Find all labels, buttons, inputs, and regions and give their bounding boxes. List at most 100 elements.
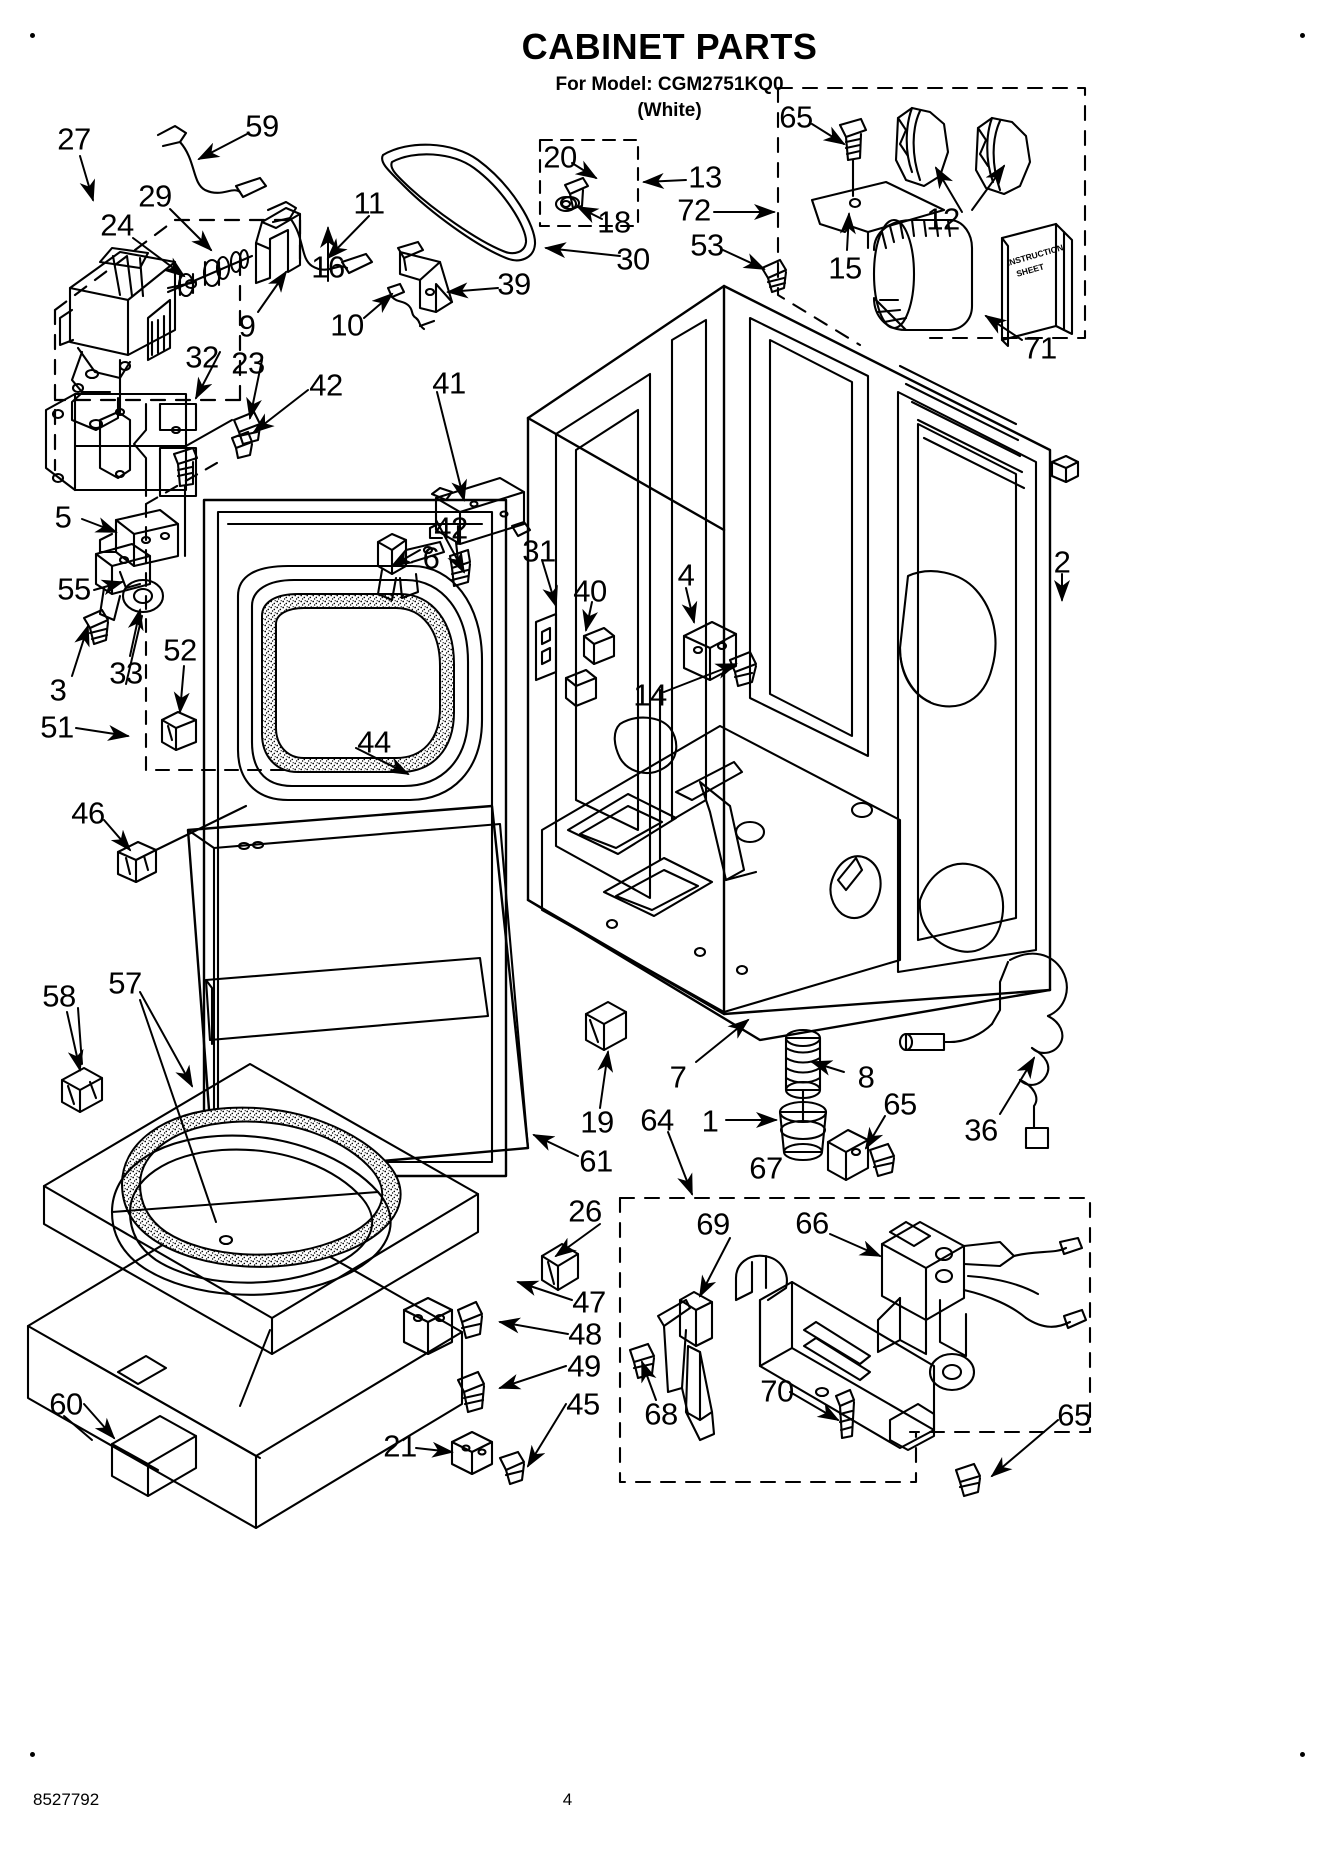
part-switch-41: [428, 476, 532, 546]
page-title: CABINET PARTS: [521, 26, 818, 67]
group-box-51: [144, 458, 362, 772]
part-motor-bracket: [44, 392, 234, 498]
callout-number: 7: [669, 1059, 687, 1095]
callout-number: 42: [309, 367, 343, 403]
part-blower-housing-71: [872, 218, 974, 332]
callout-number: 32: [185, 339, 219, 375]
callout-number: 21: [383, 1428, 417, 1464]
part-belt-11: [381, 143, 537, 262]
part-bracket-39: [396, 240, 454, 314]
callout-number: 2: [1053, 544, 1071, 580]
callout-number: 26: [568, 1193, 602, 1229]
part-screw-32: [172, 446, 199, 558]
callout-number: 9: [238, 308, 256, 344]
part-screw-45: [498, 1450, 526, 1486]
part-clip-26: [540, 1242, 580, 1292]
part-screw-14: [658, 650, 758, 862]
callout-number: 71: [1023, 330, 1057, 366]
leader-lines-plain: [63, 615, 271, 1459]
part-burner-tube-70: [734, 1254, 936, 1452]
part-screw-23: [232, 410, 262, 446]
callout-number: 46: [71, 795, 105, 831]
leader-lines: [66, 123, 1070, 1478]
part-door-opening: [236, 564, 484, 802]
callout-number: 24: [100, 207, 134, 243]
callout-number: 14: [633, 677, 667, 713]
callout-number: 19: [580, 1104, 614, 1140]
callout-number: 4: [677, 557, 695, 593]
callout-number: 31: [522, 533, 556, 569]
part-screw-20: [559, 176, 590, 211]
part-screw-65-burner: [954, 1462, 982, 1498]
part-screw-42-upper: [230, 430, 254, 460]
part-clip-58: [60, 1066, 104, 1114]
part-leveling-leg-8: [784, 1028, 822, 1124]
part-screw-65-top: [838, 117, 868, 198]
page-header: CABINET PARTS For Model: CGM2751KQ0 (Whi…: [0, 28, 1339, 121]
callout-number: 11: [353, 185, 385, 221]
part-clip-46: [116, 804, 248, 884]
part-bracket-21: [450, 1430, 494, 1476]
model-line: For Model: CGM2751KQ0: [555, 73, 784, 95]
part-gas-valve-66: [876, 1220, 1088, 1392]
callout-number: 10: [330, 307, 364, 343]
part-igniter-69: [656, 1290, 716, 1442]
part-bracket-4: [682, 620, 738, 682]
callout-number: 13: [688, 159, 722, 195]
callout-number: 23: [231, 345, 265, 381]
callout-number: 65: [883, 1086, 917, 1122]
corner-registration-mark-bottom-left: [30, 1752, 35, 1757]
callout-number: 1: [701, 1103, 719, 1139]
callout-number: 70: [760, 1373, 794, 1409]
part-plate-15: [810, 180, 946, 250]
part-screw-68: [628, 1342, 656, 1380]
corner-registration-mark-top-right: [1300, 33, 1305, 38]
part-washer-18: [554, 195, 578, 213]
part-front-panel: [202, 498, 508, 1178]
callout-number: 55: [57, 571, 91, 607]
part-clip-52: [160, 710, 198, 752]
part-screw-49: [456, 1370, 486, 1414]
callout-number: 47: [572, 1284, 606, 1320]
callout-number: 40: [573, 573, 607, 609]
callout-number: 18: [597, 204, 631, 240]
part-cabinet-base: [540, 716, 902, 1014]
part-bracket-47: [402, 1296, 454, 1356]
part-power-cord-36: [898, 952, 1068, 1150]
callout-number: 66: [795, 1205, 829, 1241]
part-switch-31: [534, 612, 558, 682]
part-harness-59: [156, 124, 268, 199]
callout-number: 42: [434, 510, 468, 546]
callout-number: 45: [566, 1386, 600, 1422]
part-thermostat-5: [98, 508, 180, 568]
callout-number: 44: [357, 724, 391, 760]
group-box-belt-idler: [538, 138, 640, 228]
part-bracket-67: [826, 1128, 870, 1182]
callout-number: 36: [964, 1112, 998, 1148]
callout-number: 48: [568, 1316, 602, 1352]
callout-number: 59: [245, 108, 279, 144]
corner-registration-mark-bottom-right: [1300, 1752, 1305, 1757]
part-door-seal-44: [261, 593, 455, 773]
instruction-sheet-label: INSTRUCTION SHEET: [1006, 242, 1065, 278]
part-blower-wheel-12: [894, 106, 1032, 196]
model-variant: (White): [637, 99, 702, 121]
part-felt-seal-57: [110, 1106, 402, 1296]
callout-number: 16: [311, 249, 345, 285]
part-clip-40: [564, 626, 616, 708]
callout-number: 5: [54, 499, 72, 535]
callout-number: 8: [857, 1059, 875, 1095]
part-cabinet-details: [554, 316, 1038, 974]
part-lint-chute-60: [110, 1414, 198, 1498]
part-pulley-washers: [166, 248, 254, 298]
callout-number: 27: [57, 121, 91, 157]
part-screw-65-bottom: [868, 1142, 896, 1178]
part-clip-19: [584, 1000, 628, 1052]
callout-number: 72: [677, 192, 711, 228]
callout-number: 57: [108, 965, 142, 1001]
callout-number: 29: [138, 178, 172, 214]
callout-number: 41: [432, 365, 466, 401]
callout-number: 65: [1057, 1397, 1091, 1433]
callout-number: 6: [422, 540, 440, 576]
corner-registration-mark-top-left: [30, 33, 35, 38]
